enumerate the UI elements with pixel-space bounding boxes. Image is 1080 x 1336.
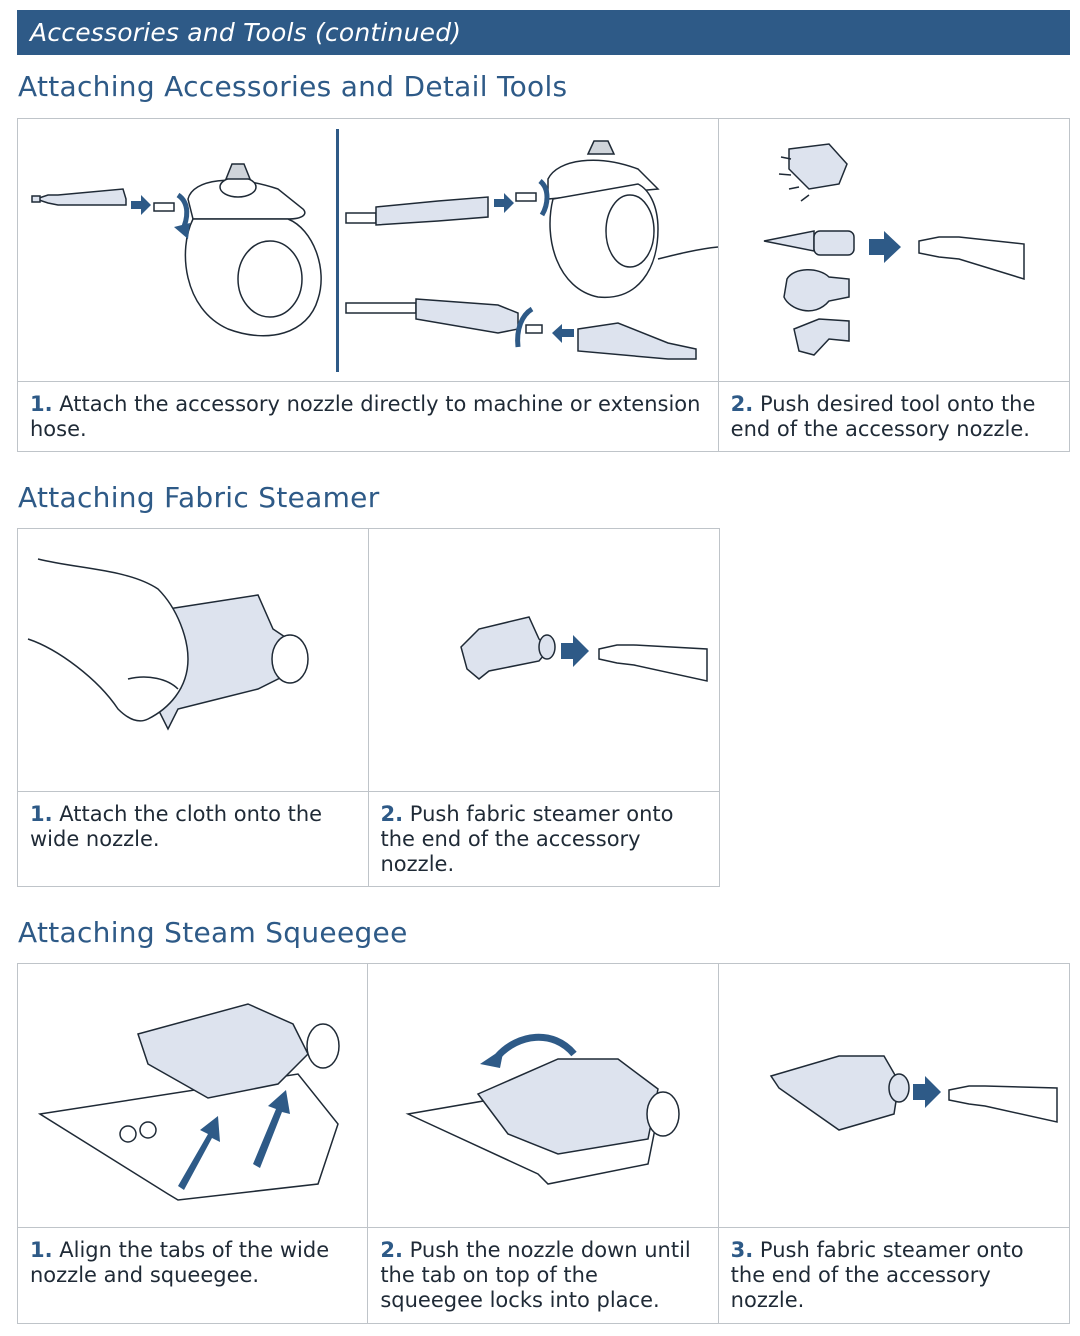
step-caption: 1. Attach the accessory nozzle directly … xyxy=(18,382,718,442)
step-text: Push the nozzle down until the tab on to… xyxy=(380,1238,691,1312)
banner-title: Accessories and Tools (continued) xyxy=(30,18,462,47)
fabric-step-2: 2. Push fabric steamer onto the end of t… xyxy=(368,529,720,886)
squeegee-panel: 1. Align the tabs of the wide nozzle and… xyxy=(17,963,1070,1324)
push-down-diagram xyxy=(405,1033,681,1185)
step-number: 2. xyxy=(380,1238,403,1262)
step-text: Push fabric steamer onto the end of the … xyxy=(730,1238,1024,1312)
step-caption: 1. Align the tabs of the wide nozzle and… xyxy=(18,1228,367,1288)
accessories-panel: 1. Attach the accessory nozzle directly … xyxy=(17,118,1070,452)
align-tabs-diagram xyxy=(37,1003,340,1201)
squeegee-step-1: 1. Align the tabs of the wide nozzle and… xyxy=(18,964,369,1323)
steamer-nozzle-diagram xyxy=(459,616,708,682)
step-text: Attach the cloth onto the wide nozzle. xyxy=(30,802,323,851)
step-number: 2. xyxy=(380,802,404,826)
cloth-nozzle-diagram xyxy=(27,558,309,731)
step-caption: 2. Push desired tool onto the end of the… xyxy=(719,382,1069,442)
step-text: Attach the accessory nozzle directly to … xyxy=(30,392,701,441)
accessories-step-2: 2. Push desired tool onto the end of the… xyxy=(718,119,1069,451)
illustration-align-tabs xyxy=(18,964,368,1228)
section-title-fabric: Attaching Fabric Steamer xyxy=(18,481,380,514)
accessories-step-1: 1. Attach the accessory nozzle directly … xyxy=(18,119,719,451)
section-banner: Accessories and Tools (continued) xyxy=(17,10,1070,55)
squeegee-step-2: 2. Push the nozzle down until the tab on… xyxy=(368,964,719,1323)
illustration-attach-nozzle xyxy=(18,119,718,382)
step-text: Push fabric steamer onto the end of the … xyxy=(380,802,674,876)
step-number: 1. xyxy=(30,392,53,416)
step-caption: 1. Attach the cloth onto the wide nozzle… xyxy=(18,792,368,852)
step-number: 1. xyxy=(30,1238,53,1262)
illustration-steamer-on-squeegee xyxy=(718,964,1069,1228)
fabric-panel: 1. Attach the cloth onto the wide nozzle… xyxy=(17,528,720,887)
illustration-cloth-on-nozzle xyxy=(18,529,368,792)
step-number: 1. xyxy=(30,802,53,826)
section-title-accessories: Attaching Accessories and Detail Tools xyxy=(18,70,568,103)
detail-tools-diagram xyxy=(763,143,1025,356)
illustration-push-nozzle-down xyxy=(368,964,718,1228)
panel-divider xyxy=(336,129,339,372)
squeegee-step-3: 3. Push fabric steamer onto the end of t… xyxy=(718,964,1069,1323)
illustration-steamer-on-nozzle xyxy=(368,529,719,792)
step-caption: 3. Push fabric steamer onto the end of t… xyxy=(719,1228,1069,1313)
step-number: 3. xyxy=(730,1238,754,1262)
step-text: Align the tabs of the wide nozzle and sq… xyxy=(30,1238,330,1287)
section-title-squeegee: Attaching Steam Squeegee xyxy=(18,916,408,949)
step-caption: 2. Push fabric steamer onto the end of t… xyxy=(369,792,720,877)
fabric-step-1: 1. Attach the cloth onto the wide nozzle… xyxy=(18,529,369,886)
step-text: Push desired tool onto the end of the ac… xyxy=(730,392,1036,441)
illustration-detail-tools xyxy=(718,119,1069,382)
nozzle-to-machine-diagram xyxy=(31,140,718,360)
step-caption: 2. Push the nozzle down until the tab on… xyxy=(368,1228,717,1313)
squeegee-nozzle-diagram xyxy=(769,1055,1058,1131)
step-number: 2. xyxy=(730,392,754,416)
